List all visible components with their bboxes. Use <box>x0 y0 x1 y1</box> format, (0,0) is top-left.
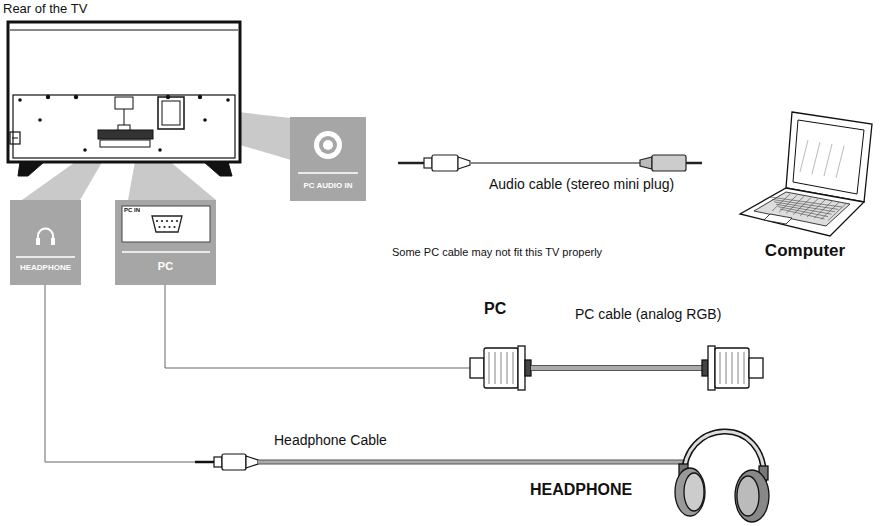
figure-title: Rear of the TV <box>3 1 87 17</box>
port-label: HEADPHONE <box>10 263 81 272</box>
cable-label: Audio cable (stereo mini plug) <box>489 176 605 193</box>
audio-jack-icon <box>319 136 337 154</box>
callout-box: PC AUDIO IN <box>290 117 374 201</box>
pc-cable <box>531 366 702 370</box>
callout-box: PC IN PC <box>115 200 224 285</box>
audio-jack-icon <box>314 131 342 159</box>
port-panel <box>122 206 210 242</box>
headphone-icon <box>36 238 40 245</box>
note: Some PC cable may not fit this TV proper… <box>392 246 602 259</box>
device-label: HEADPHONE <box>530 481 632 499</box>
cable-connector <box>45 285 525 462</box>
audio-jack-icon <box>323 140 333 150</box>
connector-ribs <box>489 352 744 384</box>
audio-cable <box>398 155 702 171</box>
divider <box>122 251 210 253</box>
headphone-cable <box>258 461 684 464</box>
vga-pins <box>156 220 178 228</box>
tv-rear <box>8 22 240 176</box>
device-figure: Computer <box>735 105 881 265</box>
pc-cable-lead <box>165 285 470 368</box>
divider <box>298 172 358 174</box>
vga-connector <box>702 346 763 390</box>
callout-box <box>10 200 81 285</box>
connector-label: PC <box>484 299 506 318</box>
callout-box <box>115 200 216 285</box>
device-figure: HEADPHONE <box>525 420 773 524</box>
cable-label: PC cable (analog RGB) <box>575 306 670 323</box>
headphone-cable <box>258 460 684 465</box>
cable-label: Headphone Cable <box>272 432 389 449</box>
device-label: Computer <box>735 241 875 261</box>
callout-box <box>290 117 366 201</box>
callout-box: HEADPHONE <box>10 200 89 285</box>
mount-holes <box>18 95 230 152</box>
keyboard-keys <box>770 194 846 221</box>
divider <box>16 256 75 258</box>
port-label: PC IN <box>124 207 140 214</box>
vga-port-icon <box>152 216 182 232</box>
screen-shading <box>800 140 844 178</box>
port-label: PC AUDIO IN <box>290 181 366 190</box>
port-label: PC <box>115 260 216 273</box>
laptop-illustration <box>740 112 872 236</box>
headphone-icon <box>38 229 53 243</box>
pc-cable <box>531 365 702 371</box>
vga-connector <box>470 346 531 390</box>
headphone-illustration <box>675 431 769 522</box>
headphone-plug <box>195 454 258 470</box>
headphone-icon <box>51 238 55 245</box>
